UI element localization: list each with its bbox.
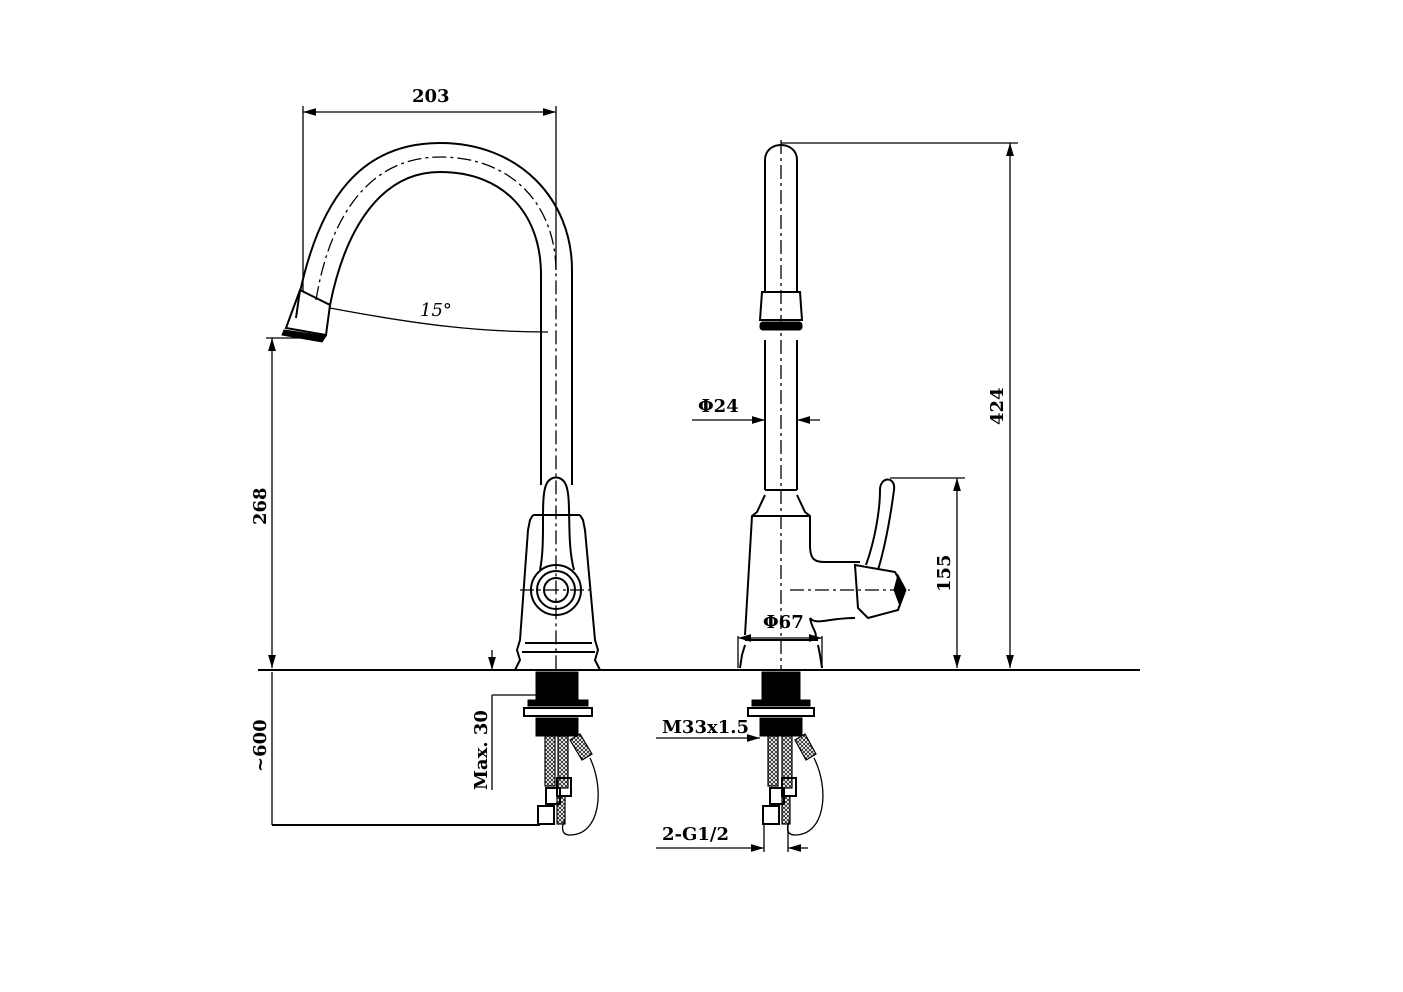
handle-lever [539,476,575,571]
dim-424: 424 [987,387,1008,425]
side-view-faucet [281,141,601,836]
body [514,514,601,671]
dim-203: 203 [412,86,450,107]
spout-inner [329,170,542,485]
dim-15deg: 15° [420,300,452,321]
left-dimensions: 203 15° 268 ~600 Max. 30 [250,86,557,826]
dim-phi67: Φ67 [763,612,804,633]
dim-max30: Max. 30 [471,710,492,790]
dim-phi24: Φ24 [698,396,739,417]
dim-268: 268 [250,487,271,525]
dim-600: ~600 [250,719,271,772]
spout-outer [299,141,573,485]
dim-inlet: 2-G1/2 [662,824,729,845]
body [739,494,860,669]
dim-thread: M33x1.5 [662,717,749,738]
right-dimensions: 424 155 Φ24 Φ67 M33x1.5 2-G1/2 [656,142,1018,852]
shank [535,671,579,703]
hose [544,735,556,787]
spray-head [284,288,332,337]
dim-155: 155 [934,554,955,592]
front-view-faucet [739,140,910,852]
handle [853,563,907,620]
spray-head-collar [758,291,804,321]
